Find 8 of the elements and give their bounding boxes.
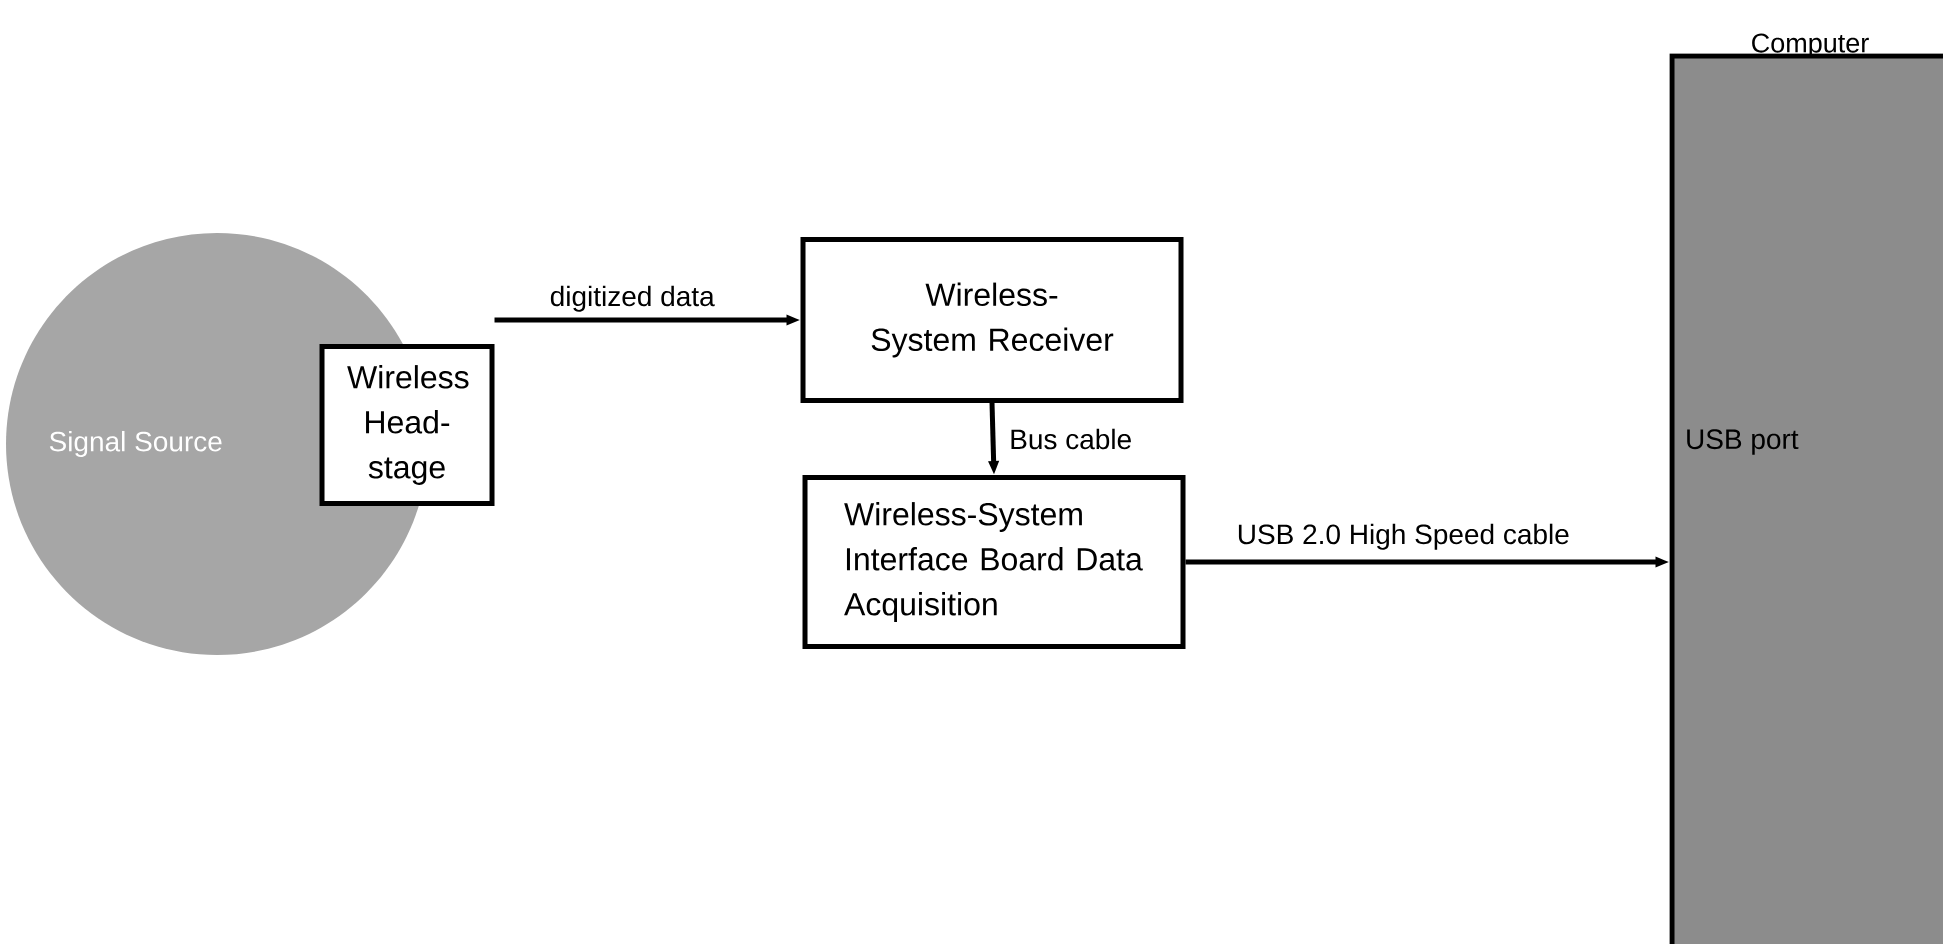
process-box: Wireless-System Receiver xyxy=(800,237,1184,403)
process-box: Wireless-System Interface Board Data Acquisition xyxy=(802,475,1186,649)
process-box: Wireless Head- stage xyxy=(319,344,495,506)
edge-label: USB 2.0 High Speed cable xyxy=(1234,521,1572,552)
node-label: Computer xyxy=(1752,33,1869,58)
edge-label: Bus cable xyxy=(1007,426,1135,452)
computer-box: Computer USB port xyxy=(1669,33,1943,944)
edge-label: digitized data xyxy=(547,283,717,314)
